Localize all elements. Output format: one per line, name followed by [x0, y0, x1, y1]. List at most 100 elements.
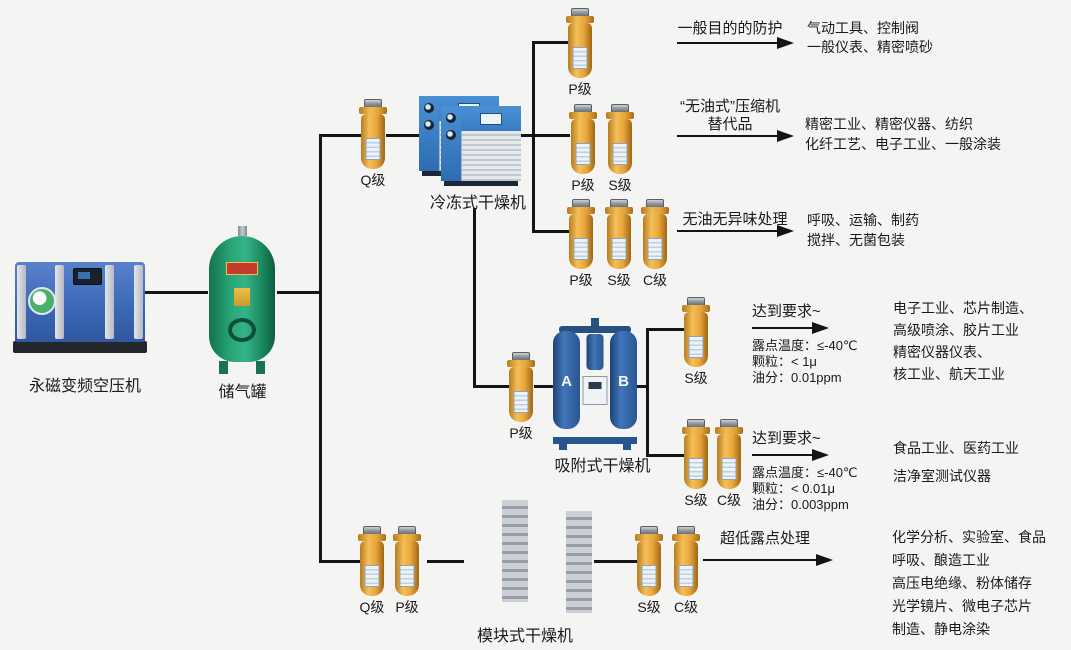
filter-unit-bottom-c: C级: [668, 526, 704, 614]
filter-collar: [569, 112, 597, 119]
filter-unit-row2-p: P级: [565, 104, 601, 192]
filter-sticker: [721, 458, 737, 480]
filter-collar: [606, 112, 634, 119]
filter-body: [568, 23, 592, 78]
dryer-gauge-panel: [419, 96, 439, 171]
spec-particle: 颗粒：< 0.01μ: [752, 481, 835, 496]
filter-grade-label: P级: [571, 177, 595, 193]
filter-sticker: [572, 47, 588, 69]
filter-unit-mid-p: P级: [503, 352, 539, 440]
arrow-branch1: [677, 41, 777, 44]
spec-block-branch4: 露点温度：≤-40℃ 颗粒：< 1μ 油分：0.01ppm: [752, 338, 858, 386]
filter-cap: [720, 419, 738, 427]
adsorption-foot: [623, 443, 631, 450]
filter-grade-label: P级: [569, 272, 593, 288]
process-label-line1: “无油式”压缩机: [680, 98, 780, 115]
filter-collar: [672, 534, 700, 541]
filter-collar: [682, 305, 710, 312]
application-line: 电子工业、芯片制造、: [893, 300, 1033, 316]
dryer-top-band: [461, 106, 521, 131]
filter-cap: [687, 297, 705, 305]
filter-body: [608, 119, 632, 174]
filter-unit-bottom-q: Q级: [354, 526, 390, 614]
filter-collar: [507, 360, 535, 367]
filter-cap: [687, 419, 705, 427]
filter-body: [684, 434, 708, 489]
filter-cap: [364, 99, 382, 107]
filter-unit-row5-c: C级: [711, 419, 747, 507]
application-line: 化学分析、实验室、食品: [892, 529, 1046, 545]
filter-body: [607, 214, 631, 269]
process-label-branch1: 一般目的的防护: [677, 20, 783, 37]
modular-column: [566, 511, 592, 613]
pipe-line: [648, 328, 685, 331]
process-label-branch5: 达到要求~: [752, 430, 821, 447]
filter-cap: [572, 199, 590, 207]
filter-cap: [611, 104, 629, 112]
pipe-line: [534, 230, 570, 233]
pipe-trunk-main: [319, 134, 322, 563]
application-line: 高压电绝缘、粉体储存: [892, 575, 1032, 591]
filter-grade-label: S级: [637, 599, 661, 615]
filter-unit-row3-c: C级: [637, 199, 673, 287]
applications-branch5: 食品工业、医药工业 洁净室测试仪器: [893, 434, 1019, 490]
pipe-line: [516, 134, 534, 137]
filter-grade-label: S级: [684, 370, 708, 386]
filter-unit-row2-s: S级: [602, 104, 638, 192]
tank-nameplate: [226, 262, 258, 275]
application-line: 高级喷涂、胶片工业: [893, 322, 1019, 338]
filter-body: [395, 541, 419, 596]
filter-unit-bottom-s: S级: [631, 526, 667, 614]
application-line: 呼吸、酿造工业: [892, 552, 990, 568]
pipe-trunk-top: [532, 41, 535, 233]
filter-cap: [646, 199, 664, 207]
filter-cap: [398, 526, 416, 534]
tower-b-letter: B: [618, 373, 629, 390]
filter-sticker: [647, 238, 663, 260]
filter-grade-label: P级: [568, 81, 592, 97]
filter-body: [361, 114, 385, 169]
filter-sticker: [365, 138, 381, 160]
filter-sticker: [611, 238, 627, 260]
adsorption-tower-a: A: [553, 331, 580, 429]
application-line: 搅拌、无菌包装: [807, 232, 905, 248]
filter-body: [643, 214, 667, 269]
filter-grade-label: Q级: [359, 599, 385, 615]
filter-body: [509, 367, 533, 422]
pipe-line: [633, 385, 649, 388]
filter-collar: [682, 427, 710, 434]
filter-sticker: [688, 458, 704, 480]
filter-grade-label: Q级: [360, 172, 386, 188]
tank-body: [209, 236, 275, 362]
applications-branch1: 气动工具、控制阀 一般仪表、精密喷砂: [807, 19, 933, 57]
refrigerated-dryer-label: 冷冻式干燥机: [429, 195, 526, 212]
tank-leg: [219, 361, 228, 374]
application-line: 核工业、航天工业: [893, 366, 1005, 382]
compressor-cabinet: [15, 262, 145, 342]
process-label-line2: 替代品: [707, 116, 753, 133]
pipe-line: [277, 291, 321, 294]
filter-sticker: [612, 143, 628, 165]
filter-collar: [566, 16, 594, 23]
application-line: 呼吸、运输、制药: [807, 212, 919, 228]
pipe-trunk-mid: [646, 328, 649, 457]
filter-collar: [393, 534, 421, 541]
application-line: 制造、静电涂染: [892, 621, 990, 637]
application-line: 光学镜片、微电子芯片: [892, 598, 1032, 614]
adsorption-tower-b: B: [610, 331, 637, 429]
arrow-branch2: [677, 134, 777, 137]
spec-oil: 油分：0.01ppm: [752, 370, 842, 385]
filter-unit-row1-p: P级: [562, 8, 598, 96]
filter-unit-row3-p: P级: [563, 199, 599, 287]
adsorption-dryer: A B: [553, 318, 637, 450]
applications-branch6: 化学分析、实验室、食品 呼吸、酿造工业 高压电绝缘、粉体储存 光学镜片、微电子芯…: [892, 526, 1046, 641]
modular-front-panel: [468, 507, 508, 602]
pipe-line: [534, 385, 558, 388]
pipe-line: [321, 560, 361, 563]
spec-particle: 颗粒：< 1μ: [752, 354, 817, 369]
filter-body: [674, 541, 698, 596]
adsorption-dryer-label: 吸附式干燥机: [554, 458, 651, 475]
filter-grade-label: P级: [509, 425, 533, 441]
modular-front-panel: [532, 518, 572, 613]
